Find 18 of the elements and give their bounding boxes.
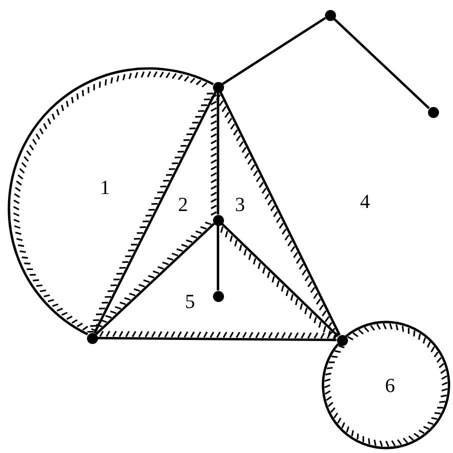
vertex-dot bbox=[86, 332, 98, 344]
vertex-dot bbox=[212, 82, 224, 92]
face-number: 5 bbox=[185, 292, 195, 312]
vertex-dot bbox=[336, 334, 348, 346]
face-number: 2 bbox=[178, 195, 188, 215]
face-number: 3 bbox=[235, 195, 245, 215]
vertex-dot bbox=[324, 10, 336, 20]
vertex-dot bbox=[212, 290, 224, 302]
graph-edge bbox=[333, 18, 430, 110]
face-number: 6 bbox=[385, 376, 395, 396]
vertex-dot bbox=[428, 106, 438, 118]
face-number: 4 bbox=[360, 192, 370, 212]
face-number: 1 bbox=[100, 178, 110, 198]
graph-edge bbox=[222, 16, 326, 86]
graph-edge bbox=[98, 336, 336, 342]
vertex-dot bbox=[212, 214, 224, 226]
graph-edge bbox=[216, 226, 220, 290]
graph-edge bbox=[216, 92, 220, 214]
